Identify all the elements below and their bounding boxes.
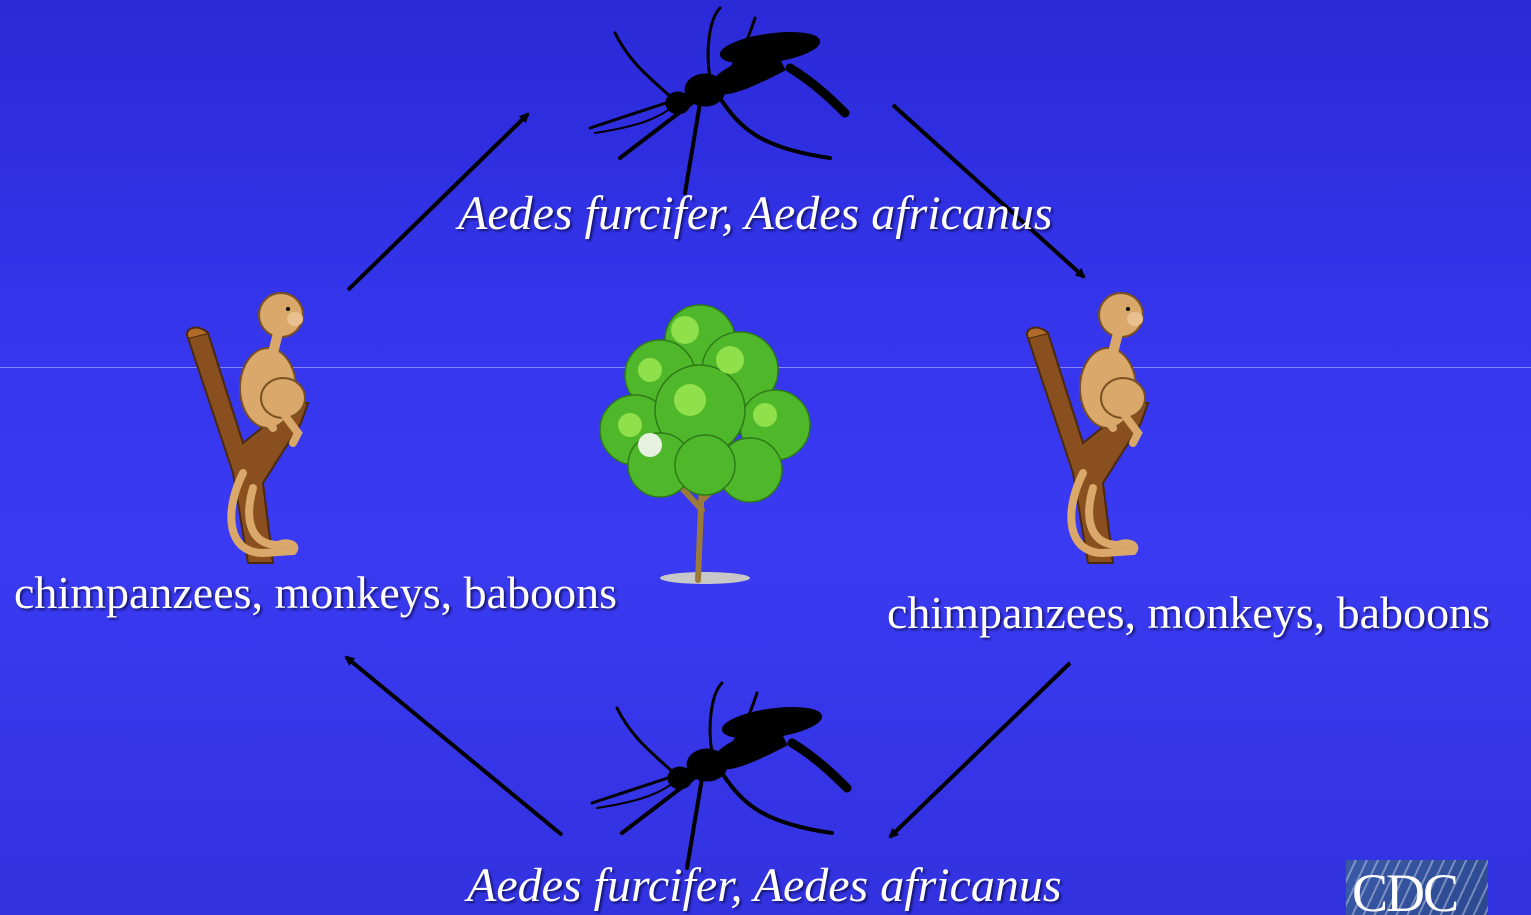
host-left-label: chimpanzees, monkeys, baboons [14, 566, 617, 619]
cdc-logo: CDC [1346, 860, 1488, 915]
logo-text: CDC [1352, 866, 1457, 915]
host-right-label: chimpanzees, monkeys, baboons [887, 586, 1490, 639]
mosquito-icon [582, 683, 852, 868]
tree-icon [590, 300, 820, 590]
monkey-on-branch-icon [1023, 283, 1183, 568]
vector-bottom-label: Aedes furcifer, Aedes africanus [467, 858, 1062, 913]
mosquito-icon [580, 8, 850, 193]
monkey-on-branch-icon [183, 283, 343, 568]
vector-top-label: Aedes furcifer, Aedes africanus [458, 186, 1053, 241]
arrow-right-to-bottom [890, 663, 1070, 837]
arrow-bottom-to-left [346, 657, 562, 835]
